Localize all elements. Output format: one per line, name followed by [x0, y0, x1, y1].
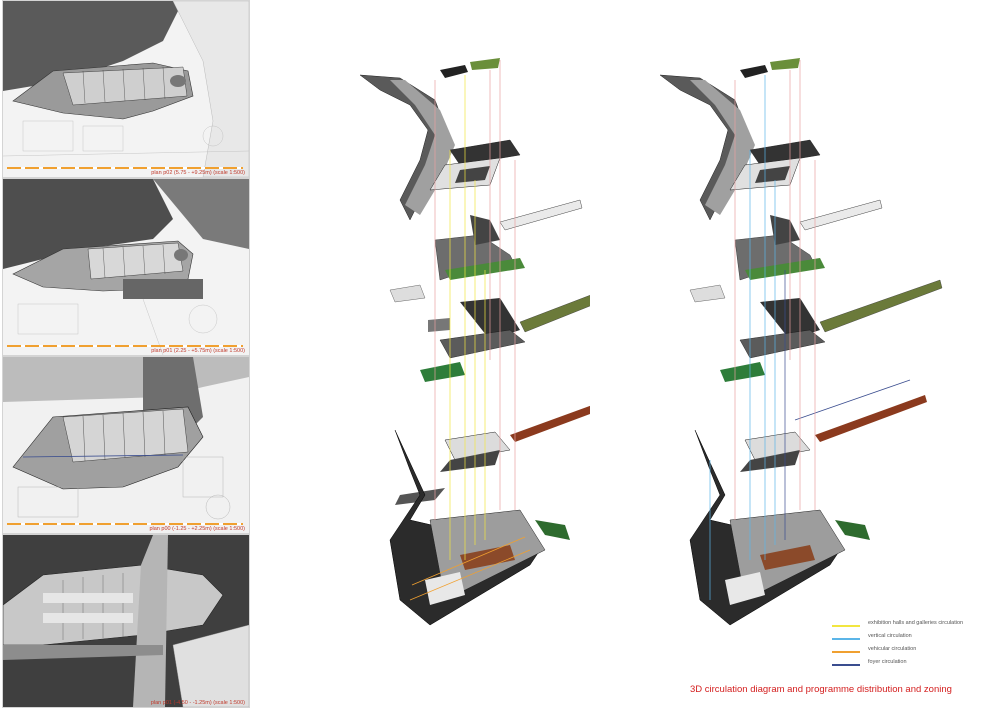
level-p01: [689, 199, 883, 303]
floor-plan-drawing: [3, 179, 249, 355]
level-p02: [659, 58, 821, 221]
plan-caption: plan p02 (5.75 - +9.25m) (scale 1:500): [151, 170, 245, 176]
axonometric-zoning-diagram: [659, 58, 943, 626]
floor-plan-p-minus-01: plan p01 (-4.50 - -1.25m) (scale 1:500): [2, 534, 250, 708]
level-base: [689, 429, 870, 626]
circulation-lines: [434, 60, 516, 560]
legend-swatch: [832, 664, 860, 666]
legend-label: foyer circulation: [868, 659, 907, 665]
scale-bar: [7, 345, 243, 347]
floor-plan-p01: plan p01 (2.25 - +5.75m) (scale 1:500): [2, 178, 250, 356]
legend-swatch: [832, 651, 860, 653]
floor-plan-drawing: [3, 357, 249, 533]
plan-caption: plan p01 (-4.50 - -1.25m) (scale 1:500): [150, 700, 245, 706]
scale-bar: [7, 167, 243, 169]
legend-label: exhibition halls and galleries circulati…: [868, 620, 964, 626]
axonometric-circulation-diagram: [359, 58, 590, 626]
level-p00: [720, 279, 943, 382]
level-base: [389, 429, 570, 626]
level-p02: [359, 58, 521, 221]
sheet-title: 3D circulation diagram and programme dis…: [690, 684, 952, 695]
floor-plan-drawing: [3, 535, 249, 707]
floor-plan-p00: plan p00 (-1.25 - +2.25m) (scale 1:500): [2, 356, 250, 534]
floor-plan-drawing: [3, 1, 249, 177]
legend-swatch: [832, 625, 860, 627]
plan-caption: plan p00 (-1.25 - +2.25m) (scale 1:500): [149, 526, 245, 532]
plan-caption: plan p01 (2.25 - +5.75m) (scale 1:500): [151, 348, 245, 354]
scale-bar: [7, 523, 243, 525]
legend-label: vehicular circulation: [868, 646, 917, 652]
floor-plan-p02: plan p02 (5.75 - +9.25m) (scale 1:500): [2, 0, 250, 178]
legend-label: vertical circulation: [868, 633, 912, 639]
level-p00: [420, 295, 590, 382]
legend-swatch: [832, 638, 860, 640]
level-p01: [389, 199, 583, 303]
circulation-lines: [709, 60, 816, 600]
level-p-minus-01: [395, 405, 590, 505]
level-p-minus-01: [740, 379, 927, 472]
